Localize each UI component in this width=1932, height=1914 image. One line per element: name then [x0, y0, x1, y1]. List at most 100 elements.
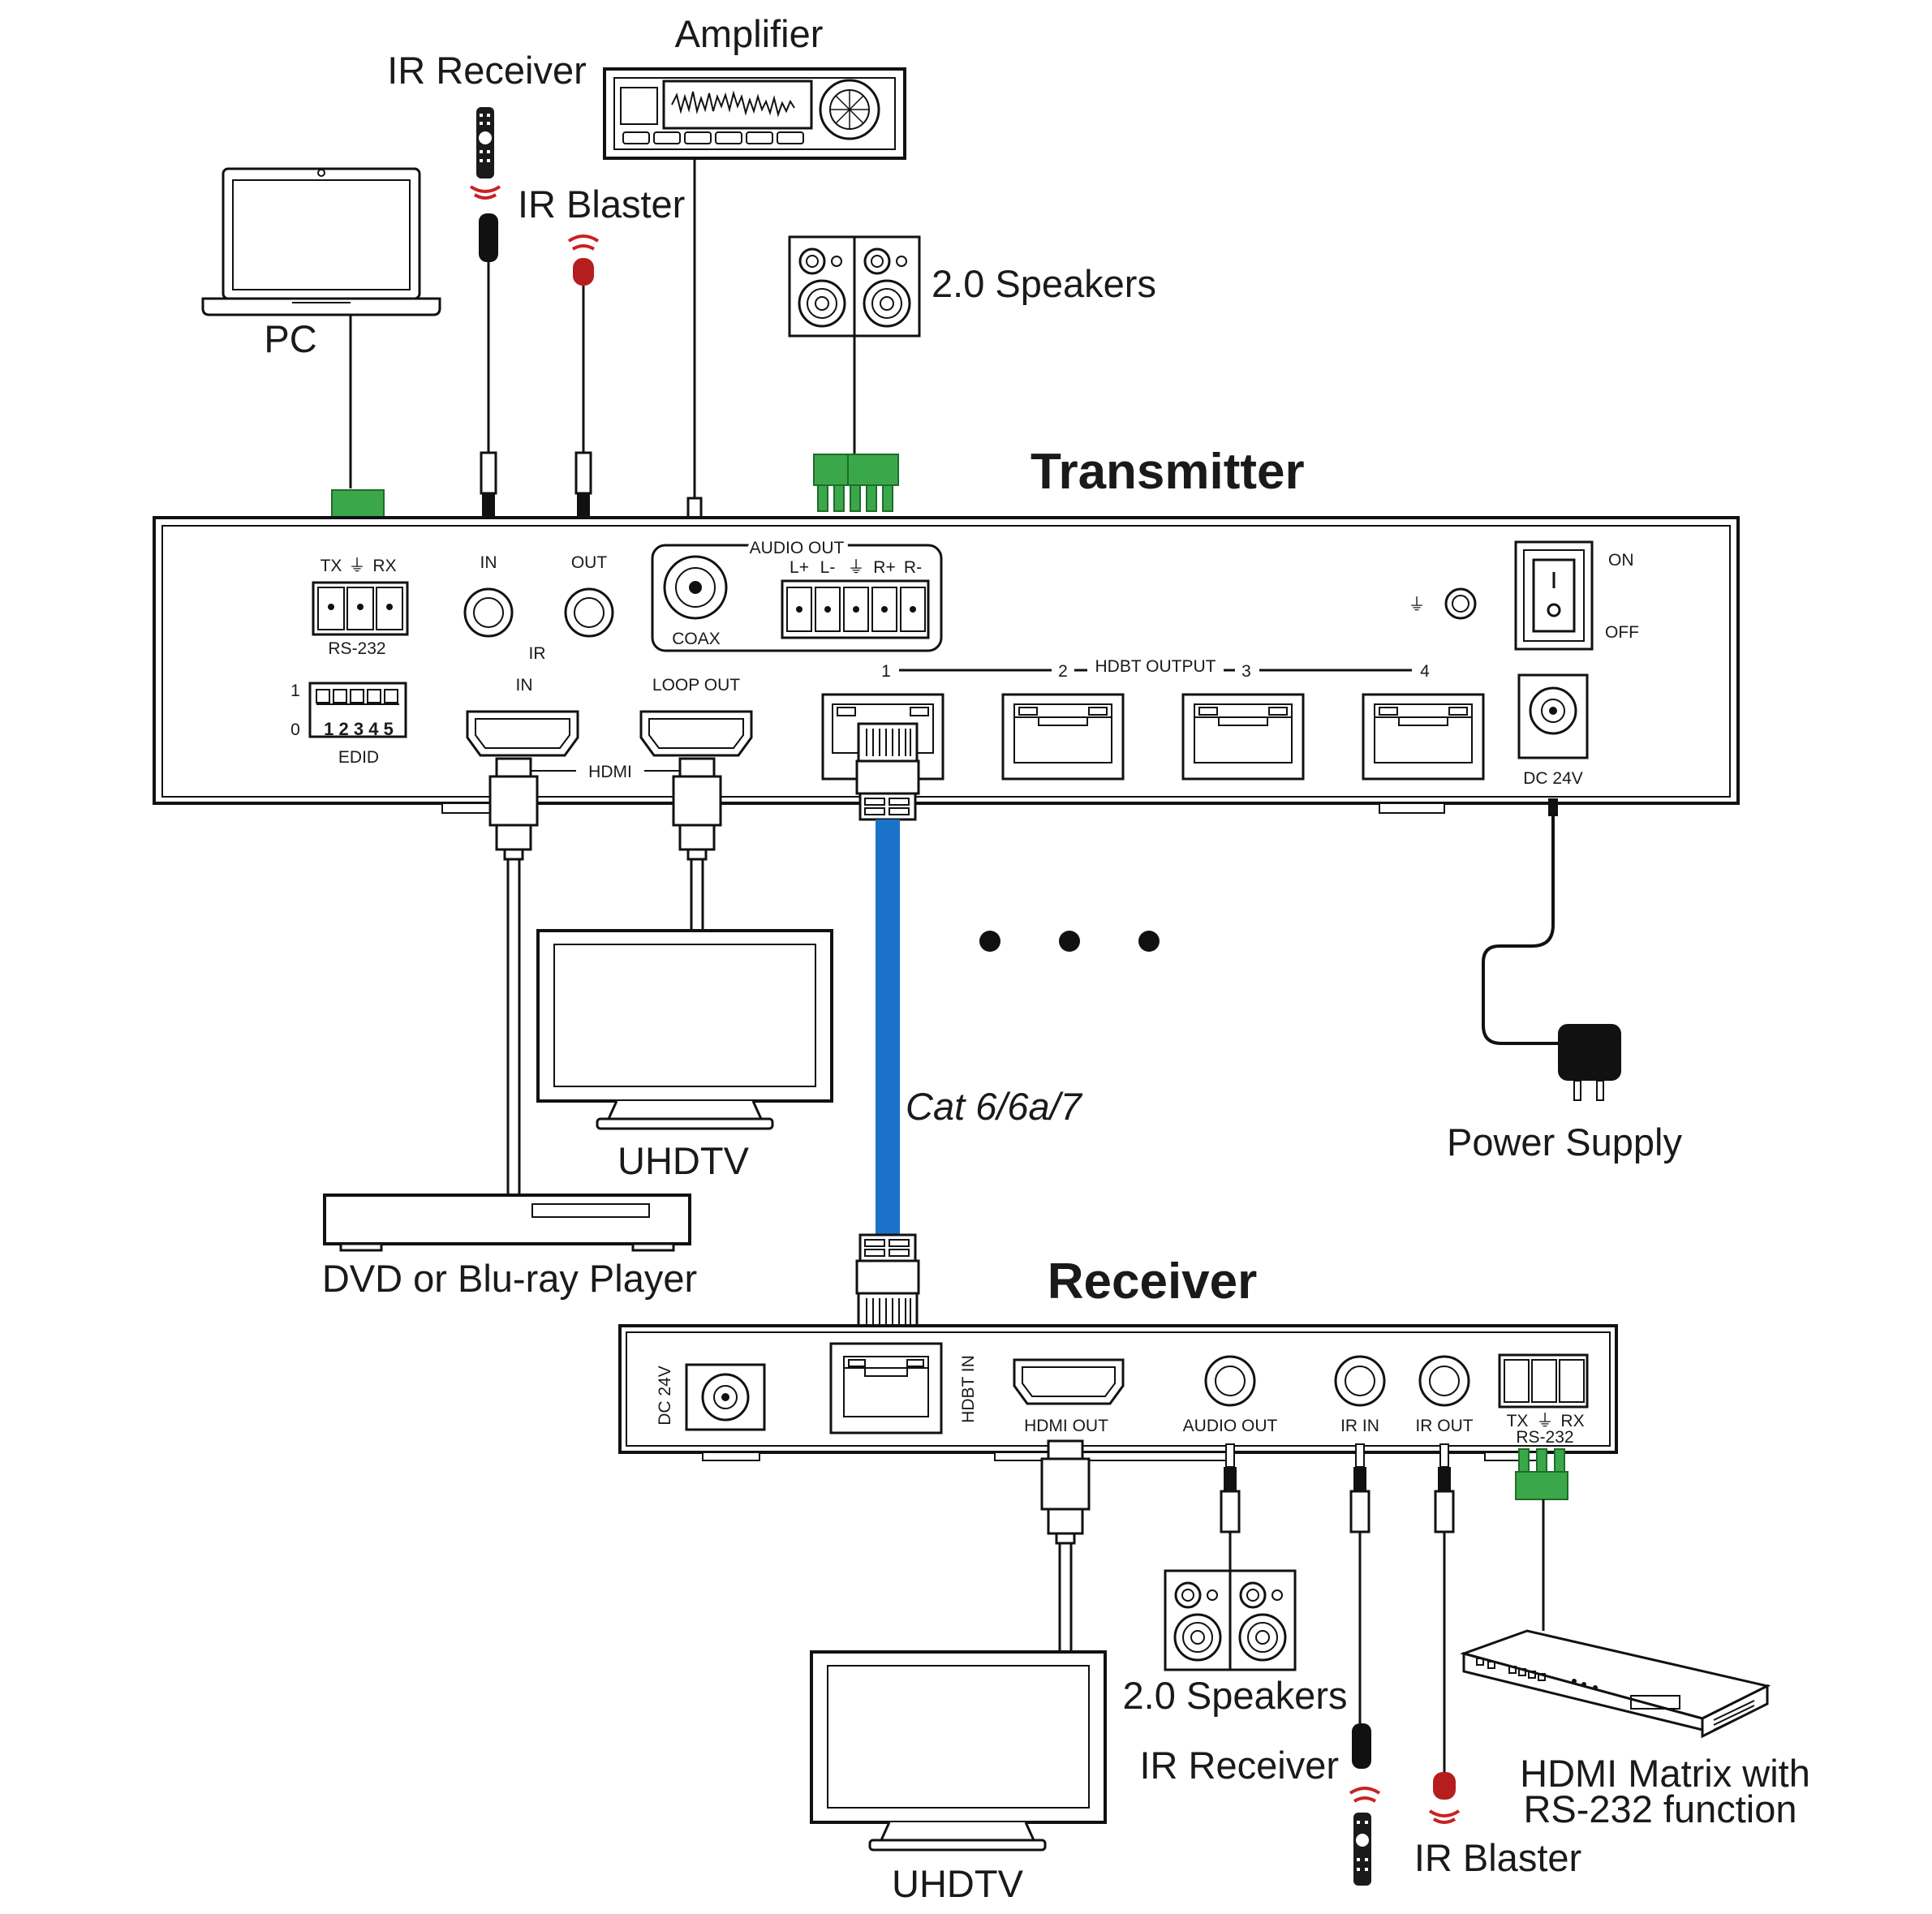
rs232-port-tx: [312, 581, 409, 636]
dc24v-label-rx: DC 24V: [656, 1366, 674, 1426]
hdbt-output-ports: [821, 693, 1485, 781]
audio-plug-rx: [1220, 1443, 1241, 1571]
hdbt-in-label: HDBT IN: [959, 1355, 978, 1423]
ir-receiver-bottom-label: IR Receiver: [1139, 1744, 1339, 1787]
pc-label: PC: [264, 317, 316, 360]
rs232-rx-label-rx: RX: [1560, 1412, 1584, 1430]
amplifier-label: Amplifier: [675, 12, 824, 55]
speakers-top-icon: [788, 235, 921, 338]
l-minus-label: L-: [820, 558, 836, 577]
hdmi-in-port-tx: [466, 710, 579, 757]
rj45-plug-bottom: [855, 1233, 920, 1331]
ir-blaster-top-icon: [567, 234, 600, 286]
speakers-bottom-icon: [1164, 1569, 1297, 1671]
rs232-port-rx: [1498, 1353, 1589, 1409]
edid-label: EDID: [338, 748, 379, 767]
ground-symbol-rs232-tx: ⏚: [349, 557, 366, 575]
ir-receiver-top-icon: [469, 107, 501, 262]
ground-symbol-rs232-rx: ⏚: [1537, 1412, 1554, 1430]
more-receivers-ellipsis: [979, 931, 1160, 952]
hdbt-port-2-label: 2: [1058, 662, 1068, 681]
dc-jack-rx: [685, 1363, 766, 1431]
hdmi-in-label-tx: IN: [516, 676, 533, 695]
hdmi-plug-rx: [1040, 1439, 1091, 1654]
hdbt-port-4-label: 4: [1420, 662, 1430, 681]
rs232-label-rx: RS-232: [1516, 1428, 1573, 1447]
hdmi-group-label: HDMI: [588, 763, 632, 781]
ir-label-tx: IR: [529, 644, 546, 663]
edid-level-0: 0: [290, 720, 300, 739]
power-supply-label: Power Supply: [1447, 1120, 1682, 1163]
hdbt-port-3-label: 3: [1241, 662, 1251, 681]
hdbt-port-1-label: 1: [881, 662, 891, 681]
uhdtv-top-label: UHDTV: [617, 1139, 750, 1182]
r-minus-label: R-: [904, 558, 922, 577]
coax-label-tx: COAX: [672, 630, 721, 648]
audio-out-label-tx: AUDIO OUT: [750, 539, 845, 557]
hdmi-plug-loop-out-tx: [672, 757, 722, 861]
audio-out-label-rx: AUDIO OUT: [1183, 1417, 1278, 1435]
uhdtv-bottom-label: UHDTV: [892, 1862, 1024, 1905]
power-cable: [1482, 798, 1621, 1101]
speaker-terminal-plug-tx: [813, 454, 899, 512]
hdbt-in-port-rx: [829, 1342, 943, 1434]
ir-ports-tx: [463, 587, 614, 638]
cat-cable: [876, 819, 900, 1235]
ir-receiver-bottom-icon: [1349, 1723, 1381, 1886]
ir-in-plug-rx: [1349, 1443, 1370, 1723]
uhdtv-bottom-icon: [810, 1650, 1107, 1852]
rs232-terminal-plug-rx: [1515, 1448, 1568, 1631]
ir-blaster-bottom-icon: [1428, 1772, 1461, 1824]
switch-off-label: OFF: [1605, 623, 1639, 642]
dc-jack-tx: [1517, 673, 1589, 759]
r-plus-label: R+: [873, 558, 895, 577]
ir-receiver-top-label: IR Receiver: [387, 49, 587, 92]
ground-symbol-audio: ⏚: [848, 558, 865, 577]
ir-out-label-rx: IR OUT: [1415, 1417, 1473, 1435]
amplifier-device: [603, 67, 906, 160]
hdmi-matrix-label-line2: RS-232 function: [1523, 1787, 1796, 1830]
dc24v-label-tx: DC 24V: [1523, 769, 1583, 788]
rs232-rx-label-tx: RX: [372, 557, 396, 575]
rs232-label-tx: RS-232: [328, 639, 385, 658]
rj45-plug-top: [855, 722, 920, 821]
top-cables: [349, 158, 856, 498]
hdmi-loop-out-port-tx: [639, 710, 753, 757]
hdmi-matrix-label-line1: HDMI Matrix with: [1520, 1752, 1810, 1795]
transmitter-title: Transmitter: [1031, 444, 1305, 500]
hdmi-matrix-icon: [1460, 1629, 1771, 1739]
audio-out-group-tx: [651, 544, 943, 652]
hdmi-plug-in-tx: [488, 757, 539, 861]
ir-in-label-tx: IN: [480, 553, 497, 572]
receiver-title: Receiver: [1048, 1254, 1258, 1310]
ground-symbol-chassis: ⏚: [1409, 596, 1426, 614]
ir-blaster-bottom-label: IR Blaster: [1414, 1836, 1581, 1879]
uhdtv-top-icon: [536, 929, 833, 1130]
hdmi-out-port-rx: [1013, 1358, 1125, 1405]
cat-cable-label: Cat 6/6a/7: [906, 1085, 1083, 1128]
rs232-tx-label-tx: TX: [321, 557, 342, 575]
hdmi-out-label-rx: HDMI OUT: [1024, 1417, 1108, 1435]
ir-blaster-top-label: IR Blaster: [518, 183, 685, 226]
rs232-tx-label-rx: TX: [1507, 1412, 1529, 1430]
ground-screw-tx: [1444, 587, 1477, 620]
hdbt-output-label: HDBT OUTPUT: [1095, 657, 1216, 676]
edid-dip-switch: [308, 682, 407, 738]
edid-dip-numbers: 1 2 3 4 5: [324, 719, 394, 739]
edid-level-1: 1: [290, 682, 300, 700]
power-switch: [1514, 540, 1594, 651]
ir-out-label-tx: OUT: [571, 553, 608, 572]
speakers-bottom-label: 2.0 Speakers: [1123, 1674, 1348, 1717]
hdmi-loop-out-label: LOOP OUT: [652, 676, 740, 695]
switch-on-label: ON: [1608, 551, 1634, 570]
dvd-player-icon: [323, 1194, 691, 1252]
speakers-top-label: 2.0 Speakers: [932, 262, 1156, 305]
pc-laptop-icon: [201, 167, 441, 316]
ir-out-plug-rx: [1434, 1443, 1455, 1772]
dvd-player-label: DVD or Blu-ray Player: [322, 1257, 697, 1300]
ir-in-label-rx: IR IN: [1340, 1417, 1379, 1435]
audio-jacks-rx: [1204, 1355, 1470, 1407]
l-plus-label: L+: [790, 558, 809, 577]
